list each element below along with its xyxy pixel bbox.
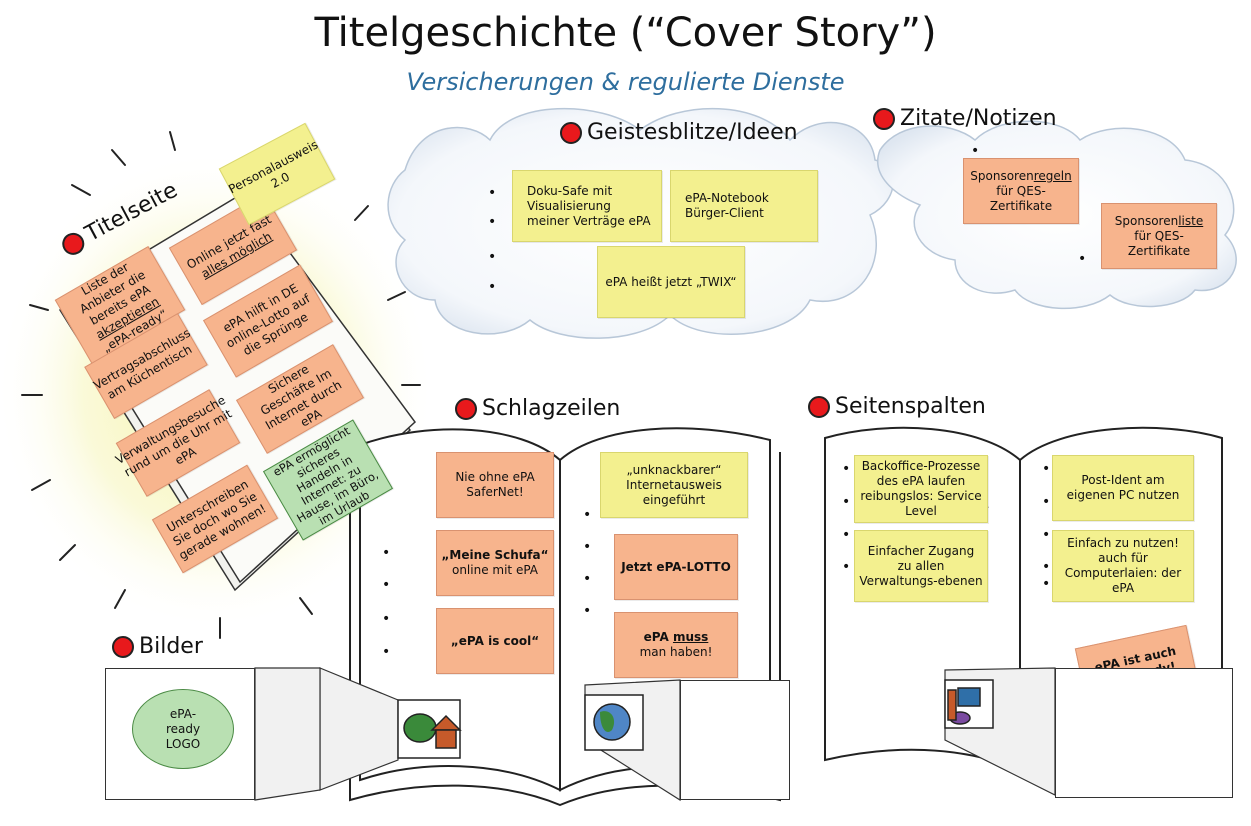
- logo-text: ePA-ready LOGO: [165, 706, 201, 751]
- note-text: Einfacher Zugang zu allen Verwaltungs-eb…: [859, 543, 983, 588]
- bullet: •: [842, 559, 851, 575]
- picture-globe-icon: [584, 694, 644, 751]
- bullet: •: [382, 644, 391, 660]
- note-text: für QES-Zertifikate: [1127, 228, 1191, 258]
- bullet: •: [1042, 461, 1051, 477]
- section-seitenspalten: Seitenspalten: [808, 394, 986, 419]
- seitenspalten-picture-frame: [1055, 668, 1233, 798]
- bullet: •: [842, 494, 851, 510]
- section-zitate: Zitate/Notizen: [873, 106, 1057, 131]
- note-underline: liste: [1178, 213, 1204, 228]
- note-twix: ePA heißt jetzt „TWIX“: [597, 246, 745, 318]
- note-text: Jetzt ePA-LOTTO: [621, 559, 731, 574]
- note-text: „ePA is cool“: [450, 633, 540, 648]
- note-safernet: Nie ohne ePA SaferNet!: [436, 452, 554, 518]
- note-doku-safe: Doku-Safe mit Visualisierung meiner Vert…: [512, 170, 662, 242]
- note-einfach: Einfach zu nutzen! auch für Computerlaie…: [1052, 530, 1194, 602]
- section-label: Seitenspalten: [835, 394, 986, 419]
- bullet: •: [382, 577, 391, 593]
- bilder-beam: [254, 667, 321, 801]
- bullet: •: [842, 461, 851, 477]
- note-text: Nie ohne ePA SaferNet!: [455, 470, 535, 499]
- bullet: •: [583, 603, 592, 619]
- section-label: Bilder: [139, 634, 203, 659]
- page-title: Titelgeschichte (“Cover Story”): [314, 10, 937, 56]
- note-text: man haben!: [639, 645, 713, 659]
- note-bold: „Meine Schufa“: [441, 548, 549, 562]
- section-schlagzeilen: Schlagzeilen: [455, 396, 620, 421]
- note-text: Backoffice-Prozesse des ePA laufen reibu…: [860, 459, 982, 518]
- red-dot-icon: [808, 395, 830, 418]
- bullet: •: [1042, 494, 1051, 510]
- note-text: ePA heißt jetzt „TWIX“: [605, 274, 737, 289]
- bullet: •: [488, 185, 497, 201]
- section-label: Zitate/Notizen: [900, 106, 1057, 131]
- red-dot-icon: [873, 107, 895, 130]
- bullet: •: [488, 214, 497, 230]
- note-cool: „ePA is cool“: [436, 608, 554, 674]
- red-dot-icon: [455, 397, 477, 420]
- note-text: Post-Ident am eigenen PC nutzen: [1066, 473, 1180, 502]
- section-label: Geistesblitze/Ideen: [587, 120, 798, 145]
- bullet: •: [488, 279, 497, 295]
- bullet: •: [583, 571, 592, 587]
- note-backoffice: Backoffice-Prozesse des ePA laufen reibu…: [854, 455, 988, 523]
- note-lotto: Jetzt ePA-LOTTO: [614, 534, 738, 600]
- bullet: •: [488, 249, 497, 265]
- section-label: Schlagzeilen: [482, 396, 621, 421]
- note-postident: Post-Ident am eigenen PC nutzen: [1052, 455, 1194, 521]
- bullet: •: [583, 507, 592, 523]
- note-text: „unknackbarer“ Internetausweis eingeführ…: [626, 462, 722, 507]
- section-bilder: Bilder: [112, 634, 203, 659]
- bullet: •: [971, 143, 980, 159]
- red-dot-icon: [112, 635, 134, 658]
- note-zugang: Einfacher Zugang zu allen Verwaltungs-eb…: [854, 530, 988, 602]
- note-notebook: ePA-Notebook Bürger-Client: [670, 170, 818, 242]
- page-subtitle: Versicherungen & regulierte Dienste: [406, 68, 845, 96]
- bullet: •: [1078, 251, 1087, 267]
- section-geistesblitze: Geistesblitze/Ideen: [560, 120, 798, 145]
- bullet: •: [583, 539, 592, 555]
- schlagzeilen-picture-frame: [680, 680, 790, 800]
- logo-placeholder: ePA-ready LOGO: [132, 689, 234, 769]
- note-text: Einfach zu nutzen! auch für Computerlaie…: [1064, 536, 1182, 595]
- note-text: für QES-Zertifikate: [989, 183, 1053, 213]
- note-text: Sponsoren: [1114, 213, 1179, 228]
- bullet: •: [1042, 559, 1051, 575]
- bullet: •: [382, 611, 391, 627]
- note-text: online mit ePA: [451, 563, 539, 577]
- picture-house-icon: [397, 699, 462, 759]
- note-underline: muss: [672, 630, 709, 644]
- bullet: •: [1042, 527, 1051, 543]
- picture-office-icon: [944, 679, 994, 729]
- note-bold: ePA: [643, 630, 673, 644]
- bullet: •: [842, 527, 851, 543]
- note-text: ePA-Notebook Bürger-Client: [685, 191, 769, 220]
- note-text: Sponsoren: [970, 168, 1034, 183]
- bullet: •: [1042, 576, 1051, 592]
- note-schufa: „Meine Schufa“online mit ePA: [436, 530, 554, 596]
- note-underline: regeln: [1033, 168, 1072, 183]
- note-text: Doku-Safe mit Visualisierung meiner Vert…: [527, 183, 651, 228]
- bilder-frame: ePA-ready LOGO: [105, 668, 255, 800]
- bullet: •: [382, 545, 391, 561]
- note-internetausweis: „unknackbarer“ Internetausweis eingeführ…: [600, 452, 748, 518]
- red-dot-icon: [560, 121, 582, 144]
